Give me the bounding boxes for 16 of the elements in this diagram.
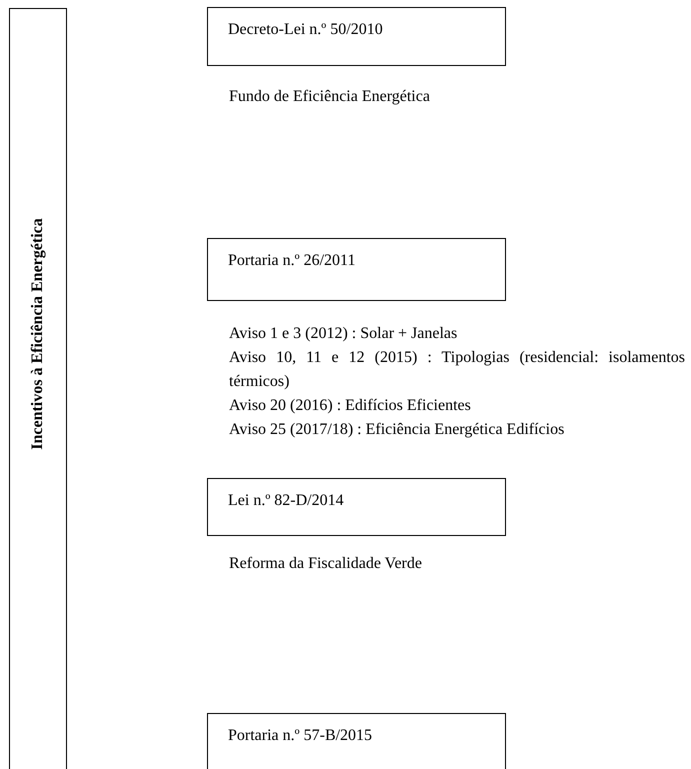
description-text: Aviso 10, 11 e 12 (2015) : Tipologias (residencial: isolamentos térmicos) xyxy=(229,348,685,392)
document-box xyxy=(207,7,506,66)
description-text: Aviso 20 (2016) : Edifícios Eficientes xyxy=(229,396,472,416)
document-box xyxy=(207,238,506,301)
description-text: Aviso 25 (2017/18) : Eficiência Energética Edifícios xyxy=(229,420,566,440)
box-heading: Portaria n.º 57-B/2015 xyxy=(228,726,372,746)
box-heading: Portaria n.º 26/2011 xyxy=(228,251,356,271)
description-text: Aviso 1 e 3 (2012) : Solar + Janelas xyxy=(229,324,458,344)
document-box xyxy=(207,713,506,769)
vertical-title: Incentivos à Eficiência Energética xyxy=(28,218,47,450)
box-heading: Lei n.º 82-D/2014 xyxy=(228,491,344,511)
document-box xyxy=(207,478,506,536)
description-text: Reforma da Fiscalidade Verde xyxy=(229,554,423,574)
description-text: Fundo de Eficiência Energética xyxy=(229,87,431,107)
box-heading: Decreto-Lei n.º 50/2010 xyxy=(228,20,383,40)
vertical-band xyxy=(9,8,67,769)
